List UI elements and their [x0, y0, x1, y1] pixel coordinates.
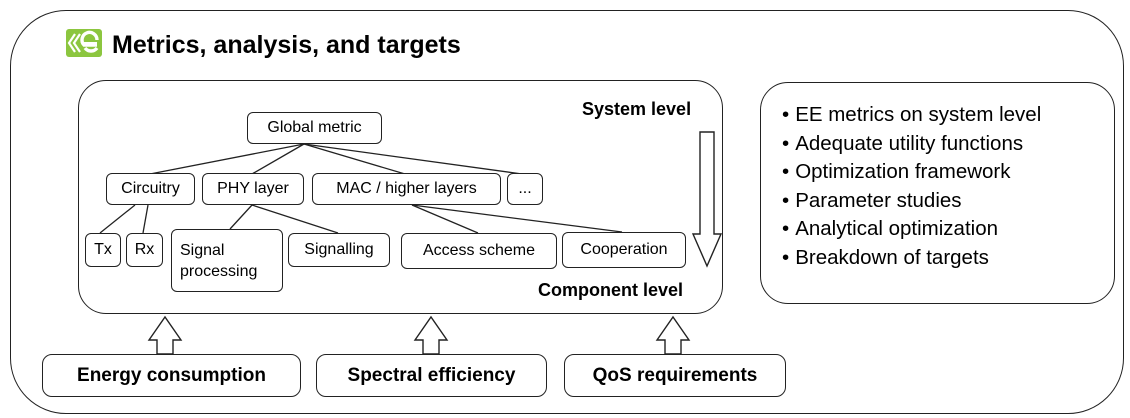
node-circuitry: Circuitry — [106, 173, 195, 205]
node-ellipsis: ... — [507, 173, 543, 205]
list-item: EE metrics on system level — [782, 101, 1041, 130]
input-spectral-efficiency: Spectral efficiency — [316, 354, 547, 397]
system-level-panel — [78, 80, 723, 314]
list-item: Analytical optimization — [782, 215, 1041, 244]
node-tx: Tx — [85, 233, 121, 267]
node-access-scheme: Access scheme — [401, 233, 557, 269]
green-e-logo-icon — [66, 29, 102, 57]
list-item: Optimization framework — [782, 158, 1041, 187]
node-mac-higher-layers: MAC / higher layers — [312, 173, 501, 205]
system-level-label: System level — [582, 99, 692, 119]
target-list: EE metrics on system level Adequate util… — [782, 101, 1041, 272]
component-level-label: Component level — [538, 280, 684, 300]
node-cooperation: Cooperation — [562, 232, 686, 268]
node-signal-processing: Signal processing — [171, 229, 283, 292]
node-rx: Rx — [126, 233, 163, 267]
node-signalling: Signalling — [288, 233, 390, 267]
page-title: Metrics, analysis, and targets — [112, 31, 461, 59]
node-phy-layer: PHY layer — [202, 173, 304, 205]
list-item: Parameter studies — [782, 187, 1041, 216]
list-item: Breakdown of targets — [782, 244, 1041, 273]
side-panel — [760, 82, 1115, 304]
outer-frame — [10, 10, 1124, 414]
input-qos-requirements: QoS requirements — [564, 354, 786, 397]
input-energy-consumption: Energy consumption — [42, 354, 301, 397]
list-item: Adequate utility functions — [782, 130, 1041, 159]
node-global-metric: Global metric — [247, 112, 382, 144]
